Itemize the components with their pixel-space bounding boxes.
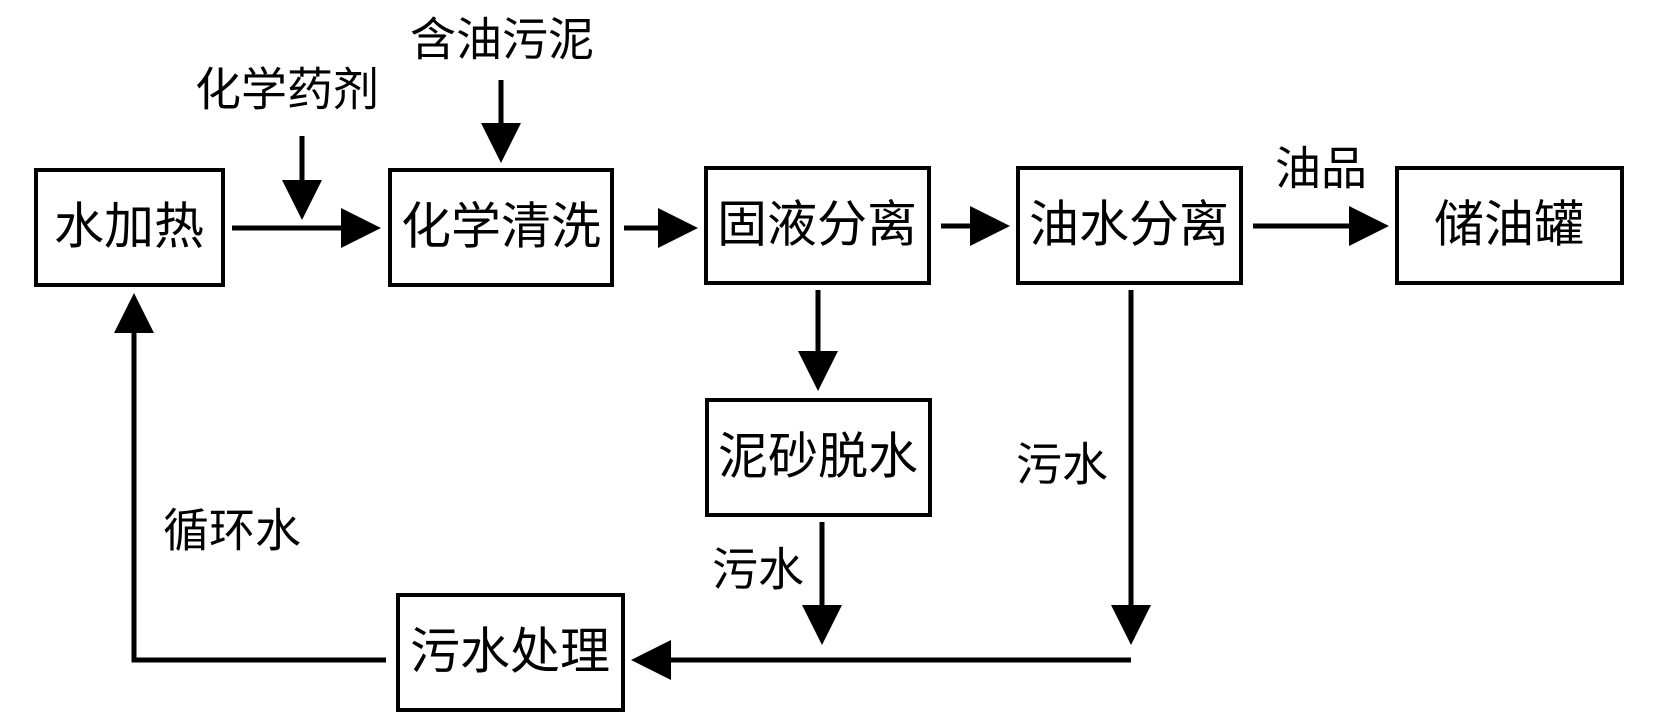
node-oil-water-separation-label: 油水分离 bbox=[1029, 196, 1229, 254]
node-chemical-cleaning-label: 化学清洗 bbox=[401, 198, 601, 256]
label-wastewater-right: 污水 bbox=[1016, 438, 1108, 492]
node-solid-liquid-separation: 固液分离 bbox=[704, 166, 931, 285]
node-solid-liquid-separation-label: 固液分离 bbox=[717, 196, 917, 254]
label-circulating-water: 循环水 bbox=[163, 504, 301, 558]
arrow-circulating-water-return bbox=[114, 293, 386, 663]
label-chemical-agent: 化学药剂 bbox=[195, 63, 379, 117]
node-wastewater-treatment-label: 污水处理 bbox=[410, 623, 610, 681]
label-wastewater-mid: 污水 bbox=[712, 543, 804, 597]
node-oil-water-separation: 油水分离 bbox=[1016, 166, 1243, 285]
node-water-heating-label: 水加热 bbox=[54, 198, 204, 256]
label-oily-sludge: 含油污泥 bbox=[410, 13, 594, 67]
node-sand-dewatering-label: 泥砂脱水 bbox=[718, 428, 918, 486]
node-oil-storage-tank-label: 储油罐 bbox=[1434, 196, 1584, 254]
node-water-heating: 水加热 bbox=[34, 168, 225, 287]
node-oil-storage-tank: 储油罐 bbox=[1395, 166, 1624, 285]
node-sand-dewatering: 泥砂脱水 bbox=[705, 398, 932, 517]
label-oil-product: 油品 bbox=[1275, 142, 1367, 196]
node-wastewater-treatment: 污水处理 bbox=[396, 593, 625, 712]
node-chemical-cleaning: 化学清洗 bbox=[388, 168, 614, 287]
